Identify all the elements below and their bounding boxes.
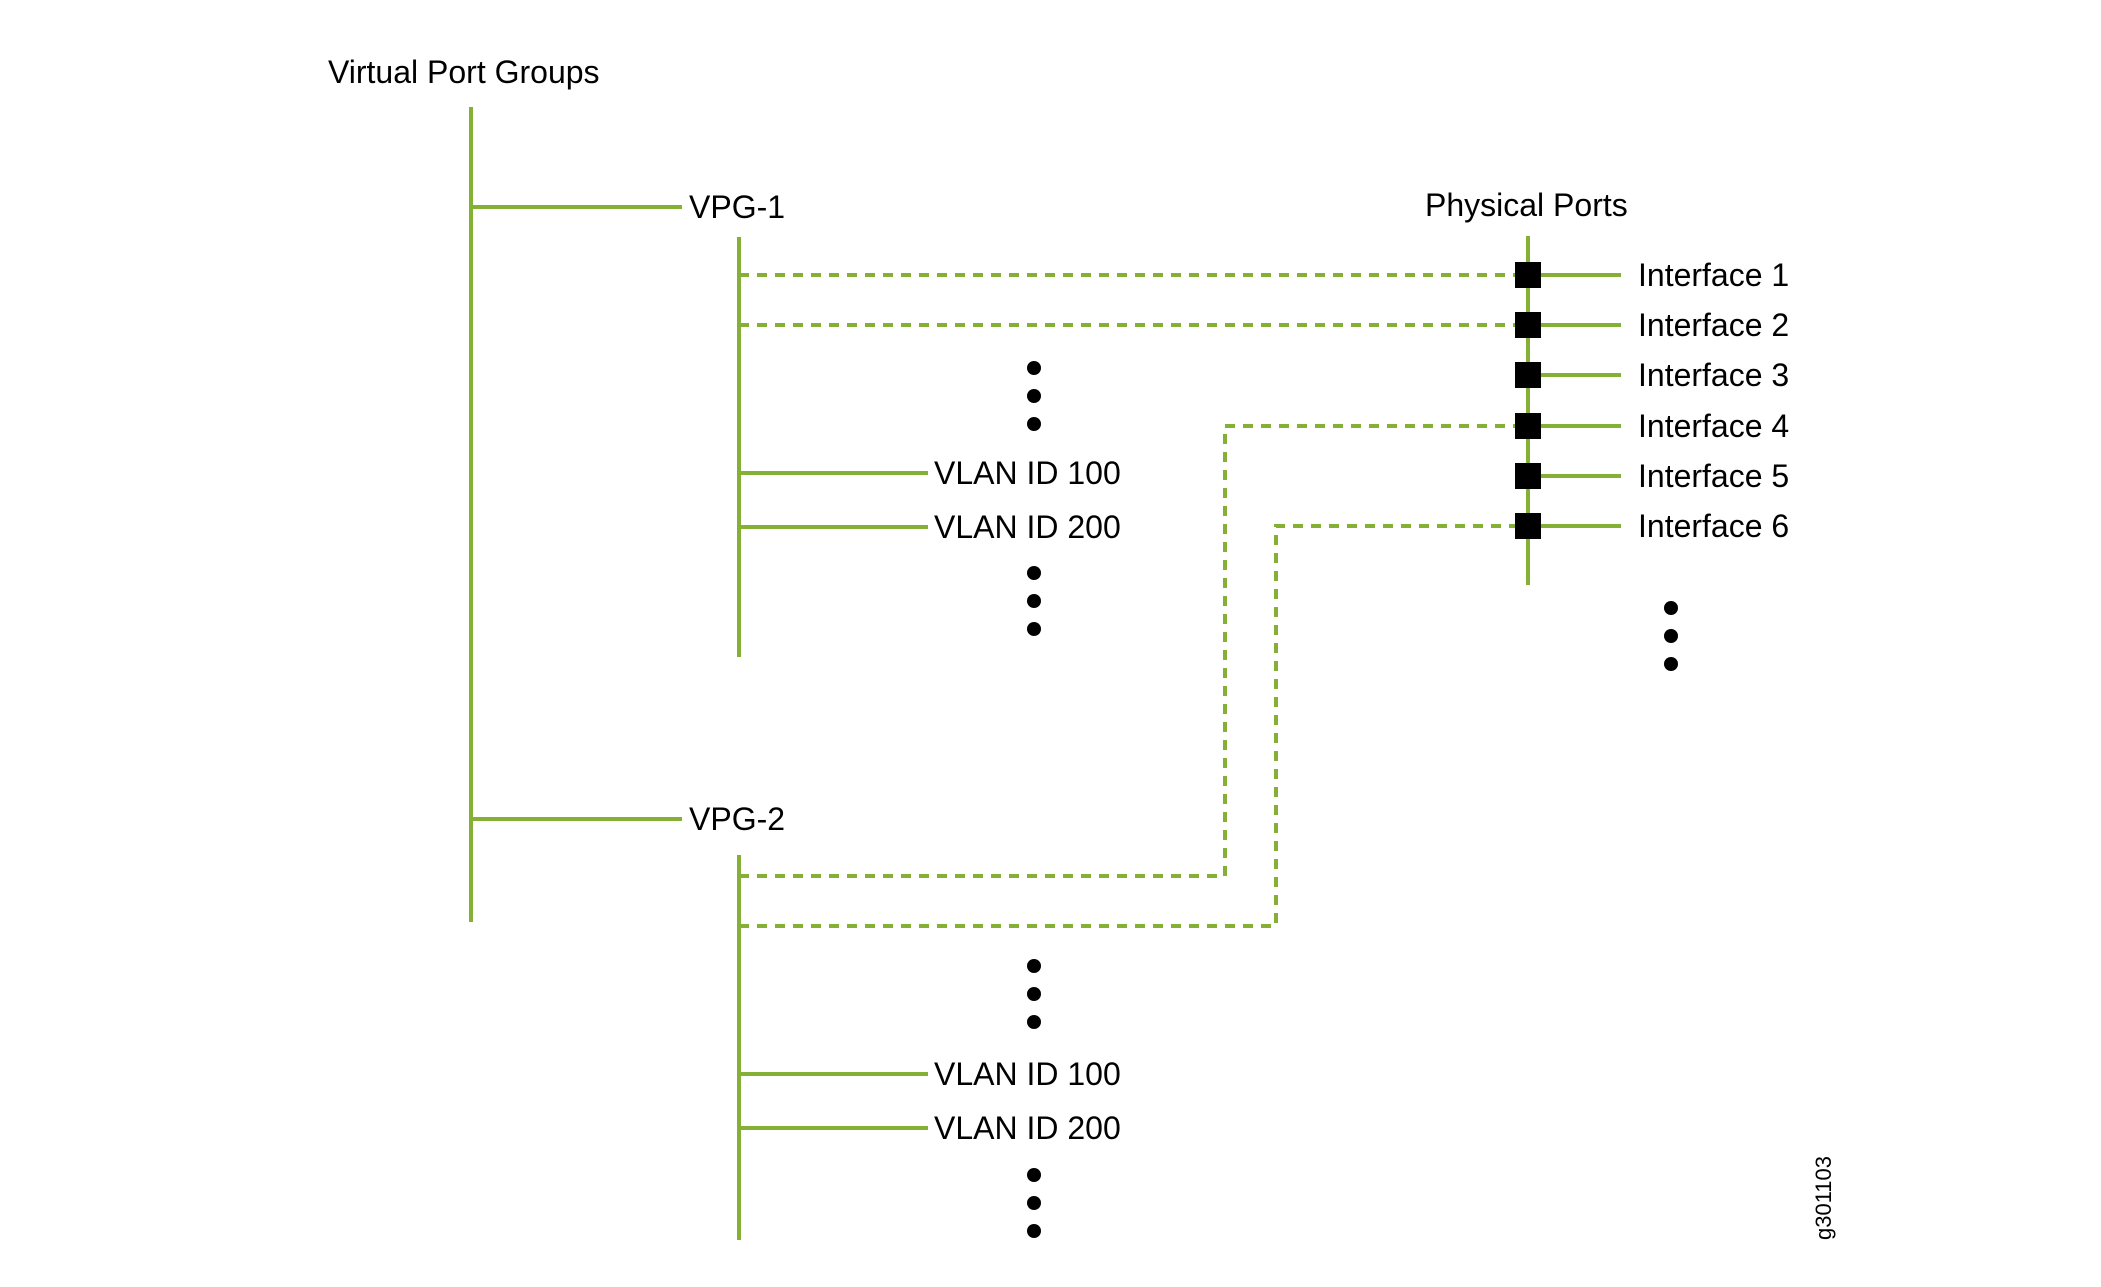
- interface-3: Interface 3: [1515, 357, 1789, 393]
- interface-5: Interface 5: [1515, 458, 1789, 494]
- ellipsis-icon: [1664, 601, 1678, 671]
- physical-ports-label: Physical Ports: [1425, 187, 1628, 223]
- ellipsis-icon: [1027, 959, 1041, 1029]
- ellipsis-icon: [1027, 361, 1041, 431]
- root-label: Virtual Port Groups: [328, 54, 600, 90]
- port-icon: [1515, 262, 1541, 288]
- interface-6: Interface 6: [1515, 508, 1789, 544]
- link-vpg2-if6: [739, 524, 1515, 928]
- figure-id: g301103: [1811, 1156, 1836, 1240]
- vpg1-label: VPG-1: [689, 189, 785, 225]
- port-icon: [1515, 513, 1541, 539]
- vpg1-vlan200-label: VLAN ID 200: [934, 509, 1121, 545]
- vpg2-vlan100-label: VLAN ID 100: [934, 1056, 1121, 1092]
- vpg1-vlan100-label: VLAN ID 100: [934, 455, 1121, 491]
- interface-1: Interface 1: [1515, 257, 1789, 293]
- link-vpg2-if4: [739, 424, 1515, 878]
- interface-1-label: Interface 1: [1638, 257, 1789, 293]
- port-icon: [1515, 362, 1541, 388]
- port-icon: [1515, 463, 1541, 489]
- interface-6-label: Interface 6: [1638, 508, 1789, 544]
- port-icon: [1515, 312, 1541, 338]
- interface-2: Interface 2: [1515, 307, 1789, 343]
- interface-3-label: Interface 3: [1638, 357, 1789, 393]
- interface-4: Interface 4: [1515, 408, 1789, 444]
- port-icon: [1515, 413, 1541, 439]
- interface-2-label: Interface 2: [1638, 307, 1789, 343]
- ellipsis-icon: [1027, 566, 1041, 636]
- interface-5-label: Interface 5: [1638, 458, 1789, 494]
- vpg2-label: VPG-2: [689, 801, 785, 837]
- interface-4-label: Interface 4: [1638, 408, 1789, 444]
- ellipsis-icon: [1027, 1168, 1041, 1238]
- vpg2-vlan200-label: VLAN ID 200: [934, 1110, 1121, 1146]
